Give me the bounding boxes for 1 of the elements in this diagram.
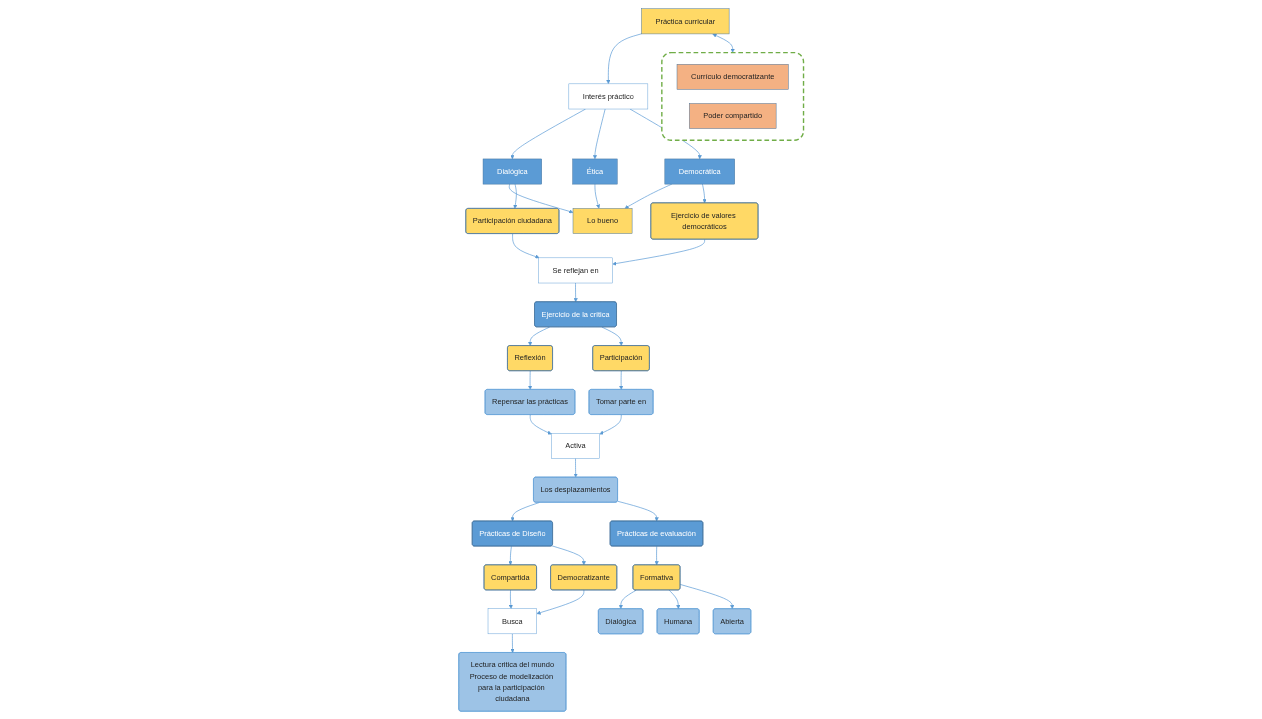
cluster	[661, 51, 805, 141]
